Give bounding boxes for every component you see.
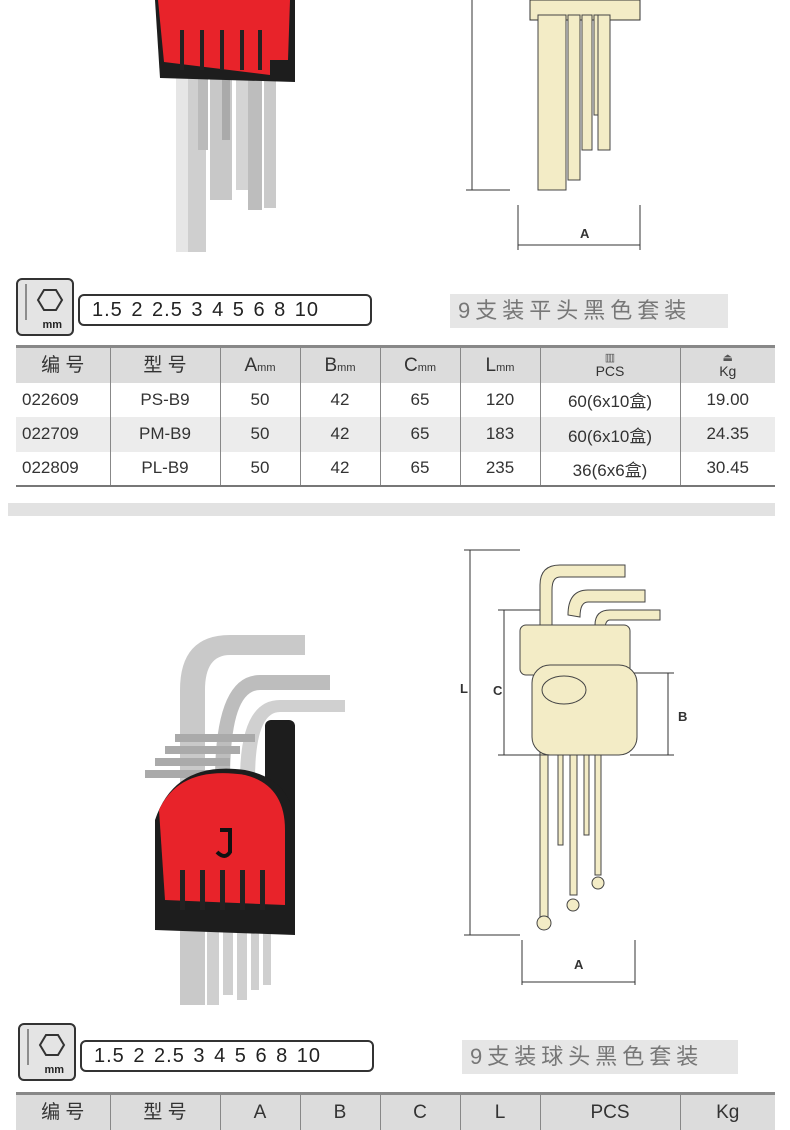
cell: 50	[219, 417, 300, 452]
set-title: 9支装球头黑色套装	[462, 1040, 738, 1074]
cell: 022809	[16, 451, 110, 487]
unit-label: mm	[42, 319, 62, 331]
col-model: 型 号	[109, 1092, 220, 1130]
col-pcs: PCS	[539, 1092, 680, 1130]
unit-label: mm	[44, 1064, 64, 1076]
cell: 36(6x6盒)	[539, 451, 680, 487]
set-title: 9支装平头黑色套装	[450, 294, 728, 328]
col-b: Bmm	[299, 345, 380, 383]
cell: 42	[299, 451, 380, 487]
col-l: Lmm	[459, 345, 540, 383]
col-code: 编 号	[16, 345, 110, 383]
cell: 65	[379, 451, 460, 487]
section-divider	[8, 503, 775, 516]
size-list: 1.5 2 2.5 3 4 5 6 8 10	[78, 294, 372, 326]
box-icon: ▥	[604, 351, 616, 364]
cell: 235	[459, 451, 540, 487]
cell: 50	[219, 451, 300, 487]
hex-size-icon: mm	[18, 1023, 76, 1081]
cell: 19.00	[679, 382, 775, 417]
cell: 022709	[16, 417, 110, 452]
dimension-diagram-flat-head	[466, 0, 641, 250]
cell: 42	[299, 417, 380, 452]
cell: PL-B9	[109, 451, 220, 487]
cell: 120	[459, 382, 540, 417]
cell: 30.45	[679, 451, 775, 487]
col-model: 型 号	[109, 345, 220, 383]
cell: PS-B9	[109, 382, 220, 417]
col-a: Amm	[219, 345, 300, 383]
cell: PM-B9	[109, 417, 220, 452]
col-pcs: ▥PCS	[539, 345, 680, 383]
col-a: A	[219, 1092, 300, 1130]
dimension-label-b: B	[678, 709, 688, 724]
col-kg: Kg	[679, 1092, 775, 1130]
product-photo-flat-head-set	[155, 0, 295, 252]
cell: 50	[219, 382, 300, 417]
cell: 65	[379, 417, 460, 452]
col-b: B	[299, 1092, 380, 1130]
dimension-diagram-ball-head	[464, 549, 674, 985]
cell: 42	[299, 382, 380, 417]
col-c: C	[379, 1092, 460, 1130]
cell: 022609	[22, 389, 79, 409]
product-photo-ball-head-set	[145, 635, 345, 1005]
size-list: 1.5 2 2.5 3 4 5 6 8 10	[80, 1040, 374, 1072]
spec-table-2: 编 号 型 号 A B C L PCS Kg	[16, 1092, 775, 1130]
col-l: L	[459, 1092, 540, 1130]
col-c: Cmm	[379, 345, 460, 383]
dimension-label-a: A	[574, 957, 584, 972]
col-kg: ⏏Kg	[679, 345, 775, 383]
cell: 60(6x10盒)	[539, 417, 680, 452]
dimension-label-l: L	[460, 681, 468, 696]
hex-size-icon: mm	[16, 278, 74, 336]
cell: 60(6x10盒)	[539, 382, 680, 417]
weight-icon: ⏏	[722, 351, 733, 364]
cell: 183	[459, 417, 540, 452]
dimension-label-a: A	[580, 226, 590, 241]
dimension-label-c: C	[493, 683, 503, 698]
cell: 65	[379, 382, 460, 417]
col-code: 编 号	[16, 1092, 110, 1130]
cell: 24.35	[679, 417, 775, 452]
